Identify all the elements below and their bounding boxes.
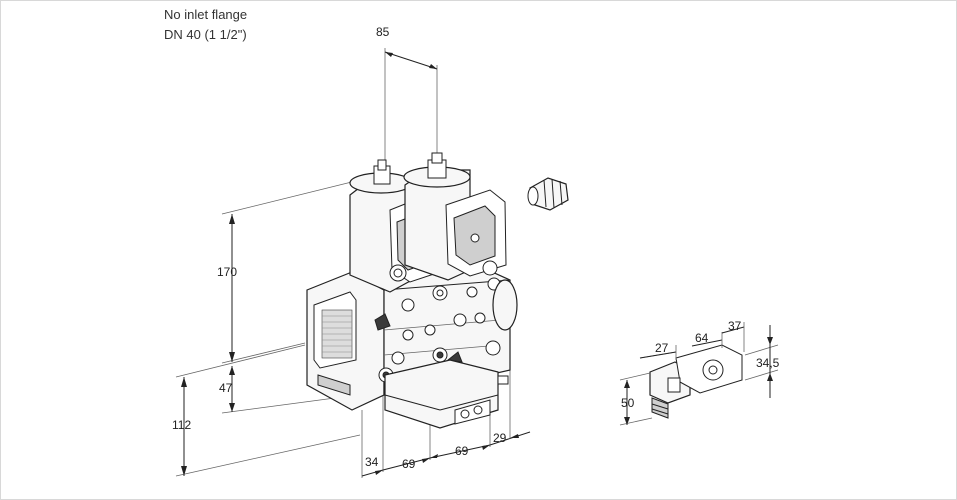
dimension-64: 64 (695, 331, 709, 345)
dimension-29: 29 (493, 431, 507, 445)
cable-gland (527, 177, 569, 211)
dimension-37: 37 (728, 319, 742, 333)
dimension-170-lines (221, 174, 381, 364)
side-component-dimensions (619, 322, 779, 426)
dimension-69-left: 69 (402, 457, 416, 471)
dimension-50: 50 (621, 396, 635, 410)
dimension-170: 170 (217, 265, 238, 279)
dimension-69-right: 69 (455, 444, 469, 458)
dimension-85-lines (384, 48, 438, 170)
dimension-47: 47 (219, 381, 233, 395)
title-line-1: No inlet flange (164, 7, 248, 22)
dimension-85: 85 (376, 25, 390, 39)
dimension-112: 112 (172, 418, 192, 432)
valve-assembly (306, 152, 518, 429)
dimension-27: 27 (655, 341, 669, 355)
dimension-34-5: 34,5 (756, 356, 780, 370)
dimension-112-lines (175, 344, 361, 477)
dimension-34: 34 (365, 455, 379, 469)
title-line-2: DN 40 (1 1/2") (164, 27, 247, 42)
side-component (649, 344, 743, 419)
